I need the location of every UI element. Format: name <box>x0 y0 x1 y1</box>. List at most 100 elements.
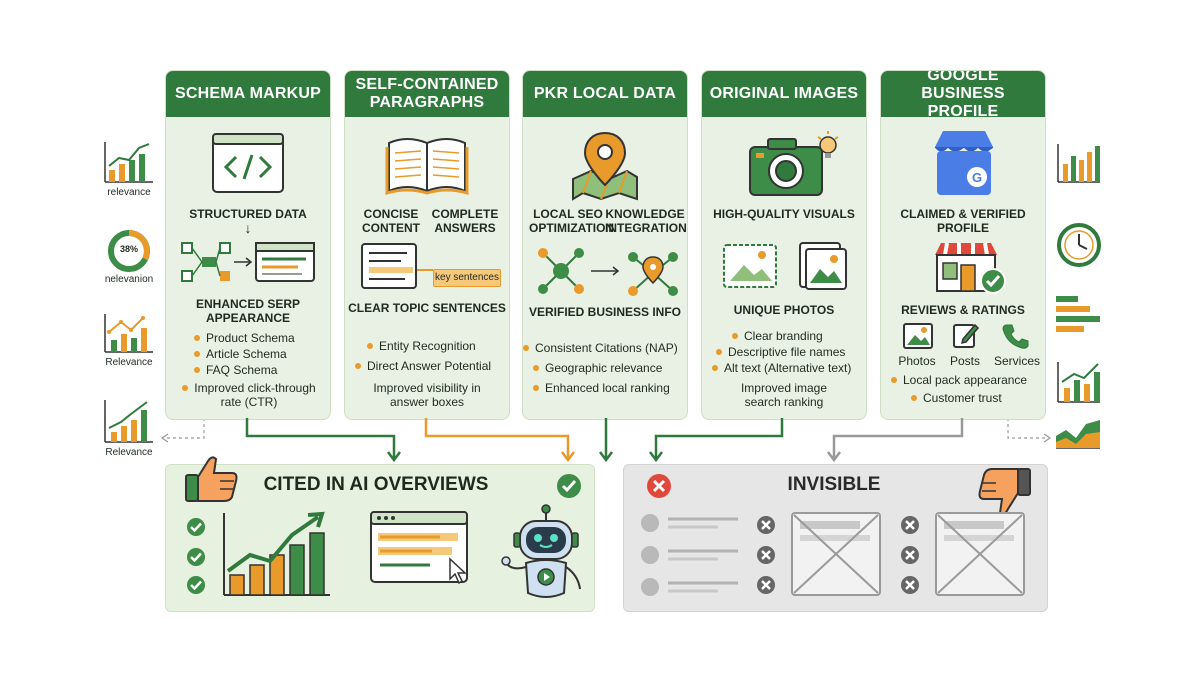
google-store-icon: G <box>934 131 994 195</box>
bar-chart-icon <box>104 142 153 183</box>
outcome-invisible-title: INVISIBLE <box>787 474 881 495</box>
bullet-item: Clear branding <box>732 329 823 343</box>
close-icon <box>757 546 775 564</box>
card-heading: HIGH-QUALITY VISUALS <box>713 207 855 221</box>
error-circle-icon <box>647 474 671 498</box>
bullet-dot <box>911 394 917 401</box>
close-icon <box>901 546 919 564</box>
bullet-item: FAQ Schema <box>194 363 277 377</box>
bullet-dot <box>194 366 200 373</box>
crossed-document-icon <box>935 512 1025 596</box>
bullet-dot <box>533 364 539 371</box>
bullet-dot <box>367 342 373 349</box>
faded-list-icon <box>641 514 738 596</box>
network-nodes-icon <box>538 248 678 296</box>
card-heading: STRUCTURED DATA <box>189 207 307 221</box>
open-book-icon <box>385 138 469 196</box>
bullet-dot <box>732 332 738 339</box>
card-heading: CLAIMED & VERIFIED PROFILE <box>900 207 1026 235</box>
card-title: SCHEMA MARKUP <box>166 71 330 117</box>
close-icon <box>901 516 919 534</box>
bullet-dot <box>194 350 200 357</box>
posts-icon <box>953 323 980 348</box>
bullet-item: Geographic relevance <box>533 361 662 375</box>
growth-chart-icon <box>223 511 330 596</box>
clock-icon <box>1057 223 1101 267</box>
card-title: ORIGINAL IMAGES <box>702 71 866 117</box>
card-title: PKR LOCAL DATA <box>523 71 687 117</box>
card-footer: Improved image search ranking <box>740 381 828 409</box>
check-circle-icon <box>187 548 205 566</box>
side-label-1: relevance <box>107 187 151 198</box>
outcome-cited-title: CITED IN AI OVERVIEWS <box>263 474 489 495</box>
gauge-value: 38% <box>119 244 138 254</box>
card-schema-markup: SCHEMA MARKUP STRUCTURED DATA ↓ ENHANCED… <box>165 70 331 420</box>
check-circle-icon <box>187 576 205 594</box>
code-window-icon <box>212 133 284 193</box>
outcome-cited-panel: CITED IN AI OVERVIEWS <box>165 456 595 612</box>
horizontal-bars-icon <box>1056 296 1100 332</box>
card-footer: Improved visibility in answer boxes <box>373 381 481 409</box>
crossed-document-icon <box>791 512 881 596</box>
card-heading-left: LOCAL SEO OPTIMIZATION <box>529 207 615 235</box>
bullet-item: Descriptive file names <box>716 345 845 359</box>
bar-chart-icon <box>104 314 153 353</box>
key-sentences-highlight: key sentences <box>433 269 501 287</box>
dashed-connector <box>160 418 205 443</box>
side-label-4: Relevance <box>105 447 153 458</box>
card-self-contained-paragraphs: SELF-CONTAINED PARAGRAPHS CONCISE CONTEN… <box>344 70 510 420</box>
map-pin-icon <box>572 131 638 201</box>
check-circle-icon <box>557 474 581 498</box>
dashed-connector <box>1007 418 1052 443</box>
card-heading-right: KNOWLEDGE INTEGRATION <box>605 207 687 235</box>
card-subheading: CLEAR TOPIC SENTENCES <box>348 301 506 315</box>
connector-line <box>417 269 433 271</box>
svg-text:G: G <box>972 170 982 185</box>
card-heading-right: COMPLETE ANSWERS <box>431 207 499 235</box>
card-subheading: UNIQUE PHOTOS <box>733 303 835 317</box>
card-subheading: ENHANCED SERP APPEARANCE <box>195 297 300 325</box>
bullet-item: Entity Recognition <box>367 339 476 353</box>
feature-photos: Photos <box>898 354 936 368</box>
bullet-item: Enhanced local ranking <box>533 381 670 395</box>
bullet-item: Improved click-through rate (CTR) <box>174 381 324 409</box>
bullet-dot <box>194 334 200 341</box>
thumbs-up-icon <box>185 456 238 502</box>
bar-chart-icon <box>1057 362 1100 403</box>
photos-icon <box>903 323 933 349</box>
card-original-images: ORIGINAL IMAGES HIGH-QUALITY VISUALS UNI… <box>701 70 867 420</box>
storefront-check-icon <box>935 242 1006 294</box>
bullet-dot <box>716 348 722 355</box>
card-subheading: REVIEWS & RATINGS <box>901 303 1025 317</box>
browser-window-icon <box>370 511 468 585</box>
bullet-dot <box>355 362 361 369</box>
outcome-invisible-panel: INVISIBLE <box>623 464 1048 612</box>
bullet-item: Direct Answer Potential <box>355 359 491 373</box>
card-title: SELF-CONTAINED PARAGRAPHS <box>345 71 509 117</box>
card-pkr-local-data: PKR LOCAL DATA LOCAL SEO OPTIMIZATION KN… <box>522 70 688 420</box>
close-icon <box>901 576 919 594</box>
side-label-2: nelevanion <box>104 274 154 285</box>
check-circle-icon <box>187 518 205 536</box>
robot-icon <box>501 504 581 598</box>
bullet-dot <box>182 384 189 391</box>
bullet-dot <box>712 364 718 371</box>
gauge-icon <box>108 230 150 272</box>
bullet-dot <box>891 376 897 383</box>
card-heading-left: CONCISE CONTENT <box>362 207 420 235</box>
flowchart-icon <box>181 242 315 282</box>
bullet-item: Consistent Citations (NAP) <box>523 341 678 355</box>
bullet-item: Local pack appearance <box>891 373 1027 387</box>
down-arrow-icon: ↓ <box>244 220 252 236</box>
bullet-dot <box>533 384 539 391</box>
feature-services: Services <box>993 354 1040 368</box>
bullet-item: Article Schema <box>194 347 287 361</box>
side-label-3: Relevance <box>105 357 153 368</box>
close-icon <box>757 576 775 594</box>
card-google-business-profile: GOOGLE BUSINESS PROFILE G CLAIMED & VERI… <box>880 70 1046 420</box>
card-subheading: VERIFIED BUSINESS INFO <box>528 305 682 319</box>
photo-gallery-icon <box>723 242 847 290</box>
bullet-item: Product Schema <box>194 331 295 345</box>
card-title: GOOGLE BUSINESS PROFILE <box>881 71 1045 120</box>
